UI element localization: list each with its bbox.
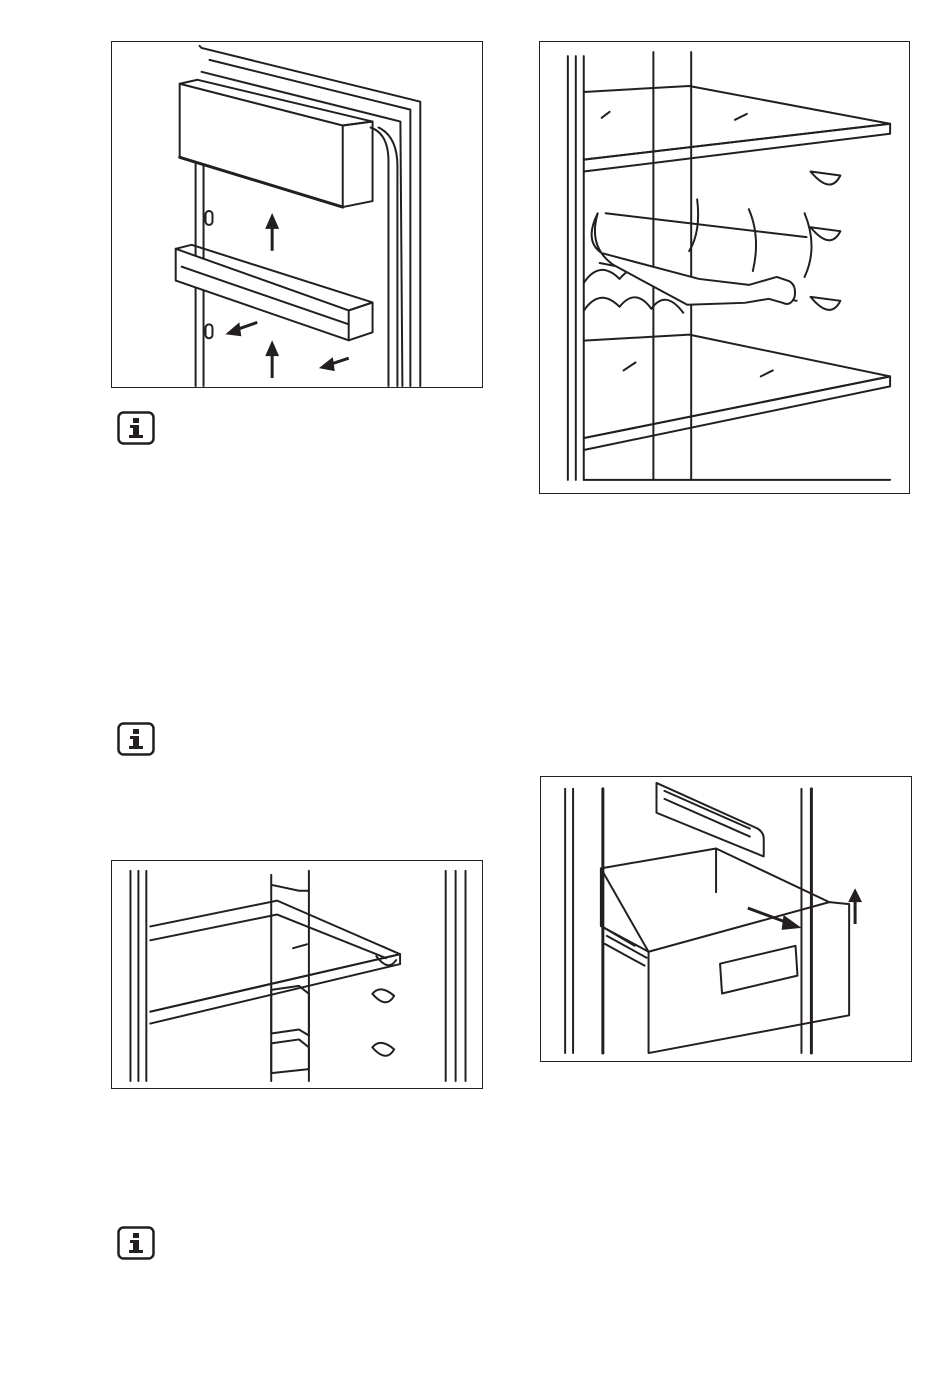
wine-rack-figure [539, 41, 910, 494]
freezer-drawer-illustration [541, 777, 911, 1061]
door-shelf-illustration [112, 42, 482, 387]
movable-shelf-figure [111, 860, 483, 1089]
info-icon [117, 722, 155, 756]
drawer-figure [540, 776, 912, 1062]
info-icon [117, 1226, 155, 1260]
door-balcony-figure [111, 41, 483, 388]
bottle-rack-illustration [540, 42, 909, 493]
glass-shelf-illustration [112, 861, 482, 1088]
info-icon [117, 411, 155, 445]
